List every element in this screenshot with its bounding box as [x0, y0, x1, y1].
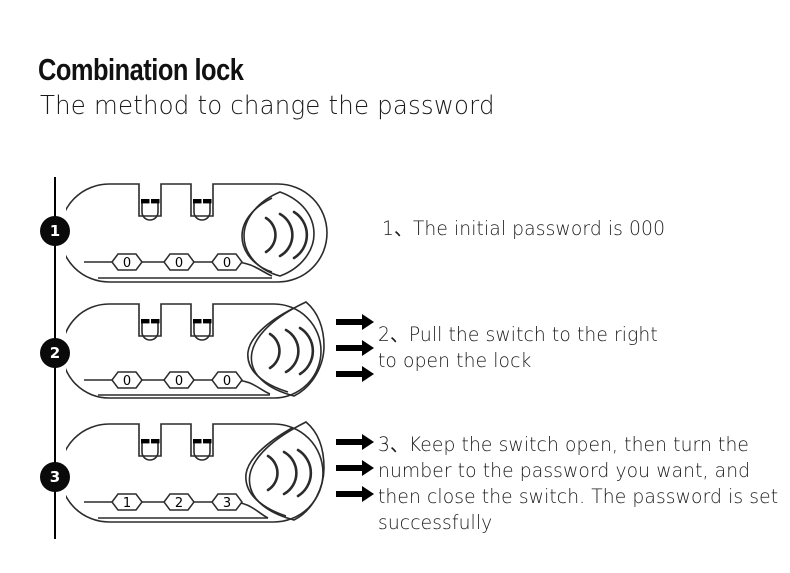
- page-title: Combination lock: [38, 52, 244, 87]
- step-marker-2-label: 2: [49, 343, 61, 362]
- step-3-line-4: successfully: [378, 511, 493, 534]
- combination-lock-icon-step-2: 0 0 0: [66, 301, 325, 399]
- step-1-text: 1、The initial password is 000: [382, 216, 747, 242]
- step-3-text: 3、Keep the switch open, then turn the nu…: [378, 432, 779, 536]
- dial-value-2: 0: [175, 256, 183, 271]
- step-marker-1: 1: [40, 216, 70, 246]
- step-2-line-1: 2、Pull the switch to the right: [378, 323, 658, 346]
- dial-value-2: 0: [175, 374, 183, 389]
- step-2-line-2: to open the lock: [378, 349, 532, 372]
- dial-value-3: 0: [223, 256, 231, 271]
- step-marker-1-label: 1: [49, 221, 61, 240]
- page-subtitle: The method to change the password: [40, 91, 495, 121]
- dial-icon: [111, 493, 243, 511]
- arrow-group-step-3: [336, 434, 374, 502]
- arrow-right-icon: [336, 434, 374, 450]
- arrow-right-icon: [336, 340, 374, 356]
- step-3-line-3: then close the switch. The password is s…: [378, 485, 779, 508]
- dial-value-3: 0: [223, 374, 231, 389]
- arrow-right-icon: [336, 460, 374, 476]
- dial-value-1: 1: [123, 496, 131, 511]
- dial-icon: [111, 253, 243, 271]
- step-3-line-1: 3、Keep the switch open, then turn the: [378, 433, 750, 456]
- dial-value-1: 0: [123, 374, 131, 389]
- dial-value-3: 3: [223, 496, 231, 511]
- step-3-line-2: number to the password you want, and: [378, 459, 751, 482]
- arrow-right-icon: [336, 366, 374, 382]
- arrow-right-icon: [336, 314, 374, 330]
- combination-lock-icon-step-1: 0 0 0: [66, 183, 328, 283]
- step-marker-2: 2: [40, 338, 70, 368]
- dial-value-2: 2: [175, 496, 183, 511]
- arrow-group-step-2: [336, 314, 374, 382]
- step-1-line-1: 1、The initial password is 000: [382, 217, 666, 240]
- dial-icon: [111, 371, 243, 389]
- dial-value-1: 0: [123, 256, 131, 271]
- combination-lock-icon-step-3: 1 2 3: [66, 421, 325, 523]
- arrow-right-icon: [336, 486, 374, 502]
- step-2-text: 2、Pull the switch to the right to open t…: [378, 322, 752, 374]
- step-marker-3: 3: [40, 462, 70, 492]
- step-marker-3-label: 3: [49, 467, 61, 486]
